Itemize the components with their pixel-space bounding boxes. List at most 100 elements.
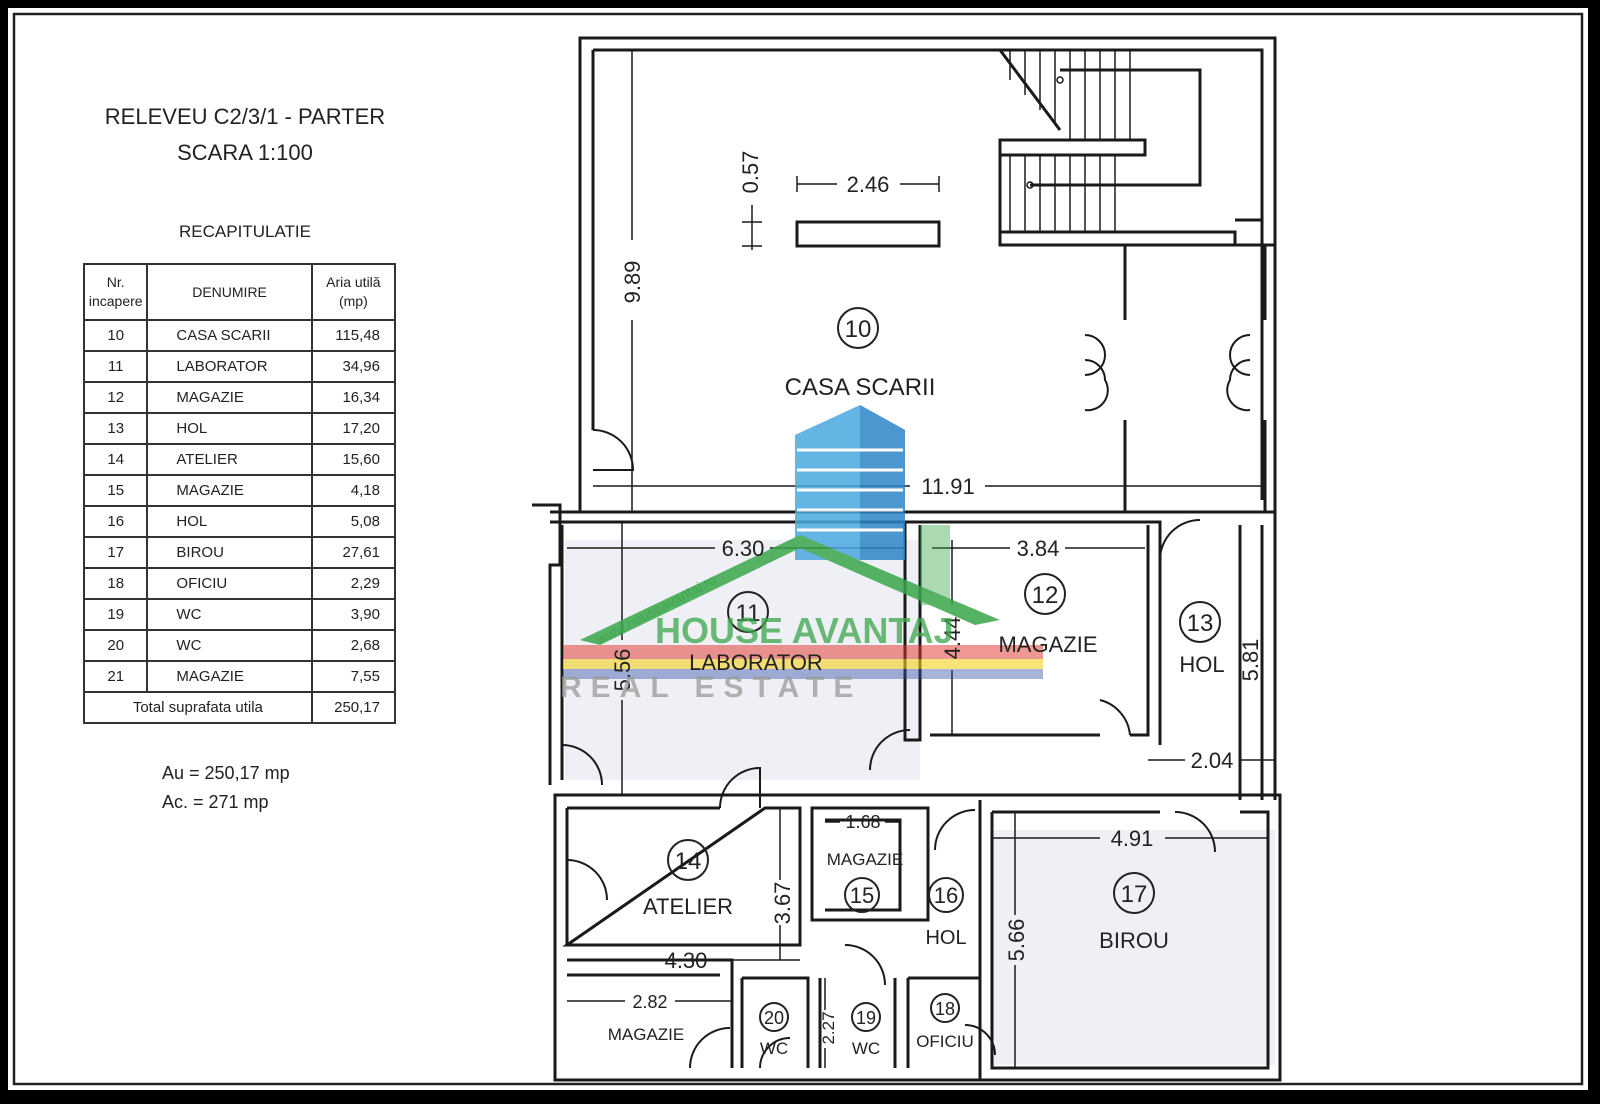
floor-fills [565,540,1275,1065]
dim-282: 2.82 [632,992,667,1012]
total-label: Total suprafata utila [83,691,313,724]
cell-name: HOL [146,505,313,538]
room-19-number: 19 [856,1008,876,1028]
room-13-number: 13 [1187,610,1214,637]
dim-566: 5.66 [1004,919,1029,962]
room-17-number: 17 [1121,881,1148,908]
dim-384: 3.84 [1017,536,1060,561]
cell-area: 15,60 [310,443,397,476]
dim-556: 5.56 [610,649,635,692]
dim-057: 0.57 [738,151,763,194]
cell-area: 7,55 [310,660,397,693]
room-21-name: MAGAZIE [608,1025,685,1044]
room-11-name: LABORATOR [689,650,823,675]
cell-nr: 14 [82,443,149,476]
cell-area: 2,68 [310,629,397,662]
col-header-nr: Nr. incapere [82,263,149,321]
cell-nr: 10 [82,319,149,352]
door-swings [561,334,1251,1069]
room-12-name: MAGAZIE [998,632,1097,657]
room-19-name: WC [852,1039,880,1058]
watermark-text: HOUSE AVANTAJ REAL ESTATE www.houseavant… [560,571,954,704]
room-15-number: 15 [850,883,874,908]
room-19-marker [851,1002,881,1032]
area-summary-table: Nr. incapere DENUMIRE Aria utilă (mp) 10… [82,263,397,724]
drawing-scale: SCARA 1:100 [177,140,313,165]
stair-treads [1009,50,1131,232]
room-13-name: HOL [1179,652,1224,677]
dim-367: 3.67 [770,882,795,925]
room-15-marker [844,877,880,913]
room-12-number: 12 [1032,582,1059,609]
cell-nr: 19 [82,598,149,631]
cell-area: 34,96 [310,350,397,383]
cell-name: BIROU [146,536,313,569]
room-15-name: MAGAZIE [827,850,904,869]
cell-area: 3,90 [310,598,397,631]
cell-name: MAGAZIE [146,474,313,507]
dim-989: 9.89 [620,261,645,304]
room-labels: 10 CASA SCARII 11 LABORATOR 12 MAGAZIE 1… [608,307,1225,1058]
dim-246: 2.46 [847,172,890,197]
table-header-row: Nr. incapere DENUMIRE Aria utilă (mp) [82,263,397,321]
cell-area: 16,34 [310,381,397,414]
dim-581: 5.81 [1238,639,1263,682]
cell-nr: 11 [82,350,149,383]
room-10-number: 10 [845,316,872,343]
walls [532,36,1282,1082]
room-10-name: CASA SCARII [785,374,936,401]
useful-area-note: Au = 250,17 mp [162,763,290,783]
cell-area: 115,48 [310,319,397,352]
cell-name: WC [146,629,313,662]
room-11-marker [727,591,769,633]
cell-area: 2,29 [310,567,397,600]
cell-area: 27,61 [310,536,397,569]
room-14-number: 14 [675,848,702,875]
dim-168: 1.68 [845,812,880,832]
room-14-name: ATELIER [643,894,733,919]
room-14-marker [667,839,709,881]
cell-area: 4,18 [310,474,397,507]
room-18-marker [930,993,960,1023]
room-17-name: BIROU [1099,928,1169,953]
room-20-name: WC [760,1039,788,1058]
sheet-border [12,12,1584,1086]
cell-nr: 20 [82,629,149,662]
cell-nr: 17 [82,536,149,569]
cell-nr: 12 [82,381,149,414]
beam-rect [795,220,941,248]
cell-nr: 21 [82,660,149,693]
room-18-name: OFICIU [916,1032,974,1051]
dim-227: 2.27 [819,1011,838,1044]
drawing-title: RELEVEU C2/3/1 - PARTER [104,104,386,129]
cell-name: WC [146,598,313,631]
cell-name: ATELIER [146,443,313,476]
cell-nr: 18 [82,567,149,600]
room-17-marker [1113,872,1155,914]
cell-name: OFICIU [146,567,313,600]
watermark-sub: REAL ESTATE [560,671,862,704]
room-13-marker [1179,601,1221,643]
dim-630: 6.30 [722,536,765,561]
col-header-area: Aria utilă (mp) [310,263,397,321]
cell-area: 5,08 [310,505,397,538]
cell-name: CASA SCARII [146,319,313,352]
room-20-number: 20 [764,1008,784,1028]
cell-name: HOL [146,412,313,445]
room-16-number: 16 [934,883,958,908]
dim-491: 4.91 [1111,826,1154,851]
dim-204: 2.04 [1191,748,1234,773]
built-area-note: Ac. = 271 mp [162,792,269,812]
room-12-marker [1024,573,1066,615]
